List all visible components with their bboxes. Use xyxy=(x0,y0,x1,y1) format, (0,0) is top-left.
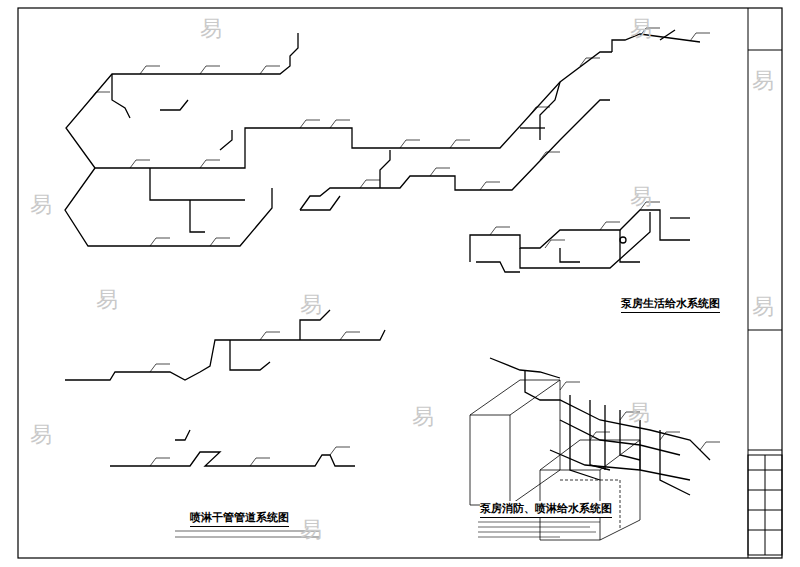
leader-tick xyxy=(336,447,350,448)
leader-tick xyxy=(256,458,270,459)
leader-tick xyxy=(430,168,436,176)
leader-tick xyxy=(450,140,456,148)
leader-tick xyxy=(666,432,680,433)
leader-tick xyxy=(406,140,420,141)
leader-tick xyxy=(250,458,256,466)
watermark: 易 xyxy=(200,14,222,44)
leader-tick xyxy=(660,432,666,440)
leader-tick xyxy=(620,412,626,420)
leader-tick xyxy=(300,120,306,128)
watermark: 易 xyxy=(752,66,774,96)
leader-tick xyxy=(330,447,336,455)
leader-tick xyxy=(540,152,546,160)
leader-tick xyxy=(216,238,230,239)
leader-tick xyxy=(140,66,146,74)
leader-tick xyxy=(156,458,170,459)
watermark: 易 xyxy=(96,285,118,315)
leader-tick xyxy=(336,120,350,121)
leader-tick xyxy=(90,92,96,100)
leader-tick xyxy=(340,332,346,340)
leader-tick xyxy=(346,332,360,333)
leader-tick xyxy=(606,222,620,223)
leader-tick xyxy=(690,33,696,41)
leader-tick xyxy=(551,240,565,241)
leader-tick xyxy=(156,238,170,239)
leader-tick xyxy=(150,458,156,466)
leader-tick xyxy=(546,152,560,153)
leader-tick xyxy=(366,180,380,181)
leader-tick xyxy=(330,120,336,128)
leader-tick xyxy=(566,382,580,383)
leader-tick xyxy=(496,227,510,228)
leader-tick xyxy=(456,140,470,141)
leader-tick xyxy=(150,238,156,246)
leader-tick xyxy=(130,160,136,168)
leader-tick xyxy=(530,107,536,115)
leader-tick xyxy=(266,66,280,67)
leader-tick xyxy=(360,180,366,188)
leader-tick xyxy=(206,66,220,67)
leader-tick xyxy=(536,107,550,108)
leader-tick xyxy=(486,182,500,183)
watermark: 易 xyxy=(30,420,52,450)
leader-tick xyxy=(696,33,710,34)
leader-tick xyxy=(600,222,606,230)
leader-tick xyxy=(206,160,220,161)
leader-tick xyxy=(306,120,320,121)
leader-tick xyxy=(580,58,586,66)
leader-tick xyxy=(596,432,610,433)
leader-tick xyxy=(560,382,566,390)
leader-tick xyxy=(590,432,596,440)
drawing-title: 泵房消防、喷淋给水系统图 xyxy=(480,501,612,518)
leader-tick xyxy=(146,66,160,67)
leader-tick xyxy=(490,227,496,235)
leader-tick xyxy=(266,332,280,333)
leader-tick xyxy=(706,442,720,443)
watermark: 易 xyxy=(300,515,322,545)
watermark: 易 xyxy=(752,292,774,322)
watermark: 易 xyxy=(30,190,52,220)
leader-tick xyxy=(210,238,216,246)
leader-tick xyxy=(96,92,110,93)
watermark: 易 xyxy=(412,402,434,432)
watermark: 易 xyxy=(630,182,652,212)
drawing-title: 泵房生活给水系统图 xyxy=(621,296,720,313)
leader-tick xyxy=(400,140,406,148)
watermark: 易 xyxy=(630,14,652,44)
watermark: 易 xyxy=(628,398,650,428)
watermark: 易 xyxy=(300,290,322,320)
leader-tick xyxy=(260,66,266,74)
leader-tick xyxy=(260,332,266,340)
leader-tick xyxy=(156,364,170,365)
leader-tick xyxy=(200,66,206,74)
drawing-title: 喷淋干管管道系统图 xyxy=(190,510,289,527)
leader-tick xyxy=(136,160,150,161)
leader-tick xyxy=(700,442,706,450)
leader-tick xyxy=(150,364,156,372)
leader-tick xyxy=(200,160,206,168)
leader-tick xyxy=(545,240,551,248)
leader-tick xyxy=(480,182,486,190)
leader-tick xyxy=(586,58,600,59)
leader-tick xyxy=(436,168,450,169)
